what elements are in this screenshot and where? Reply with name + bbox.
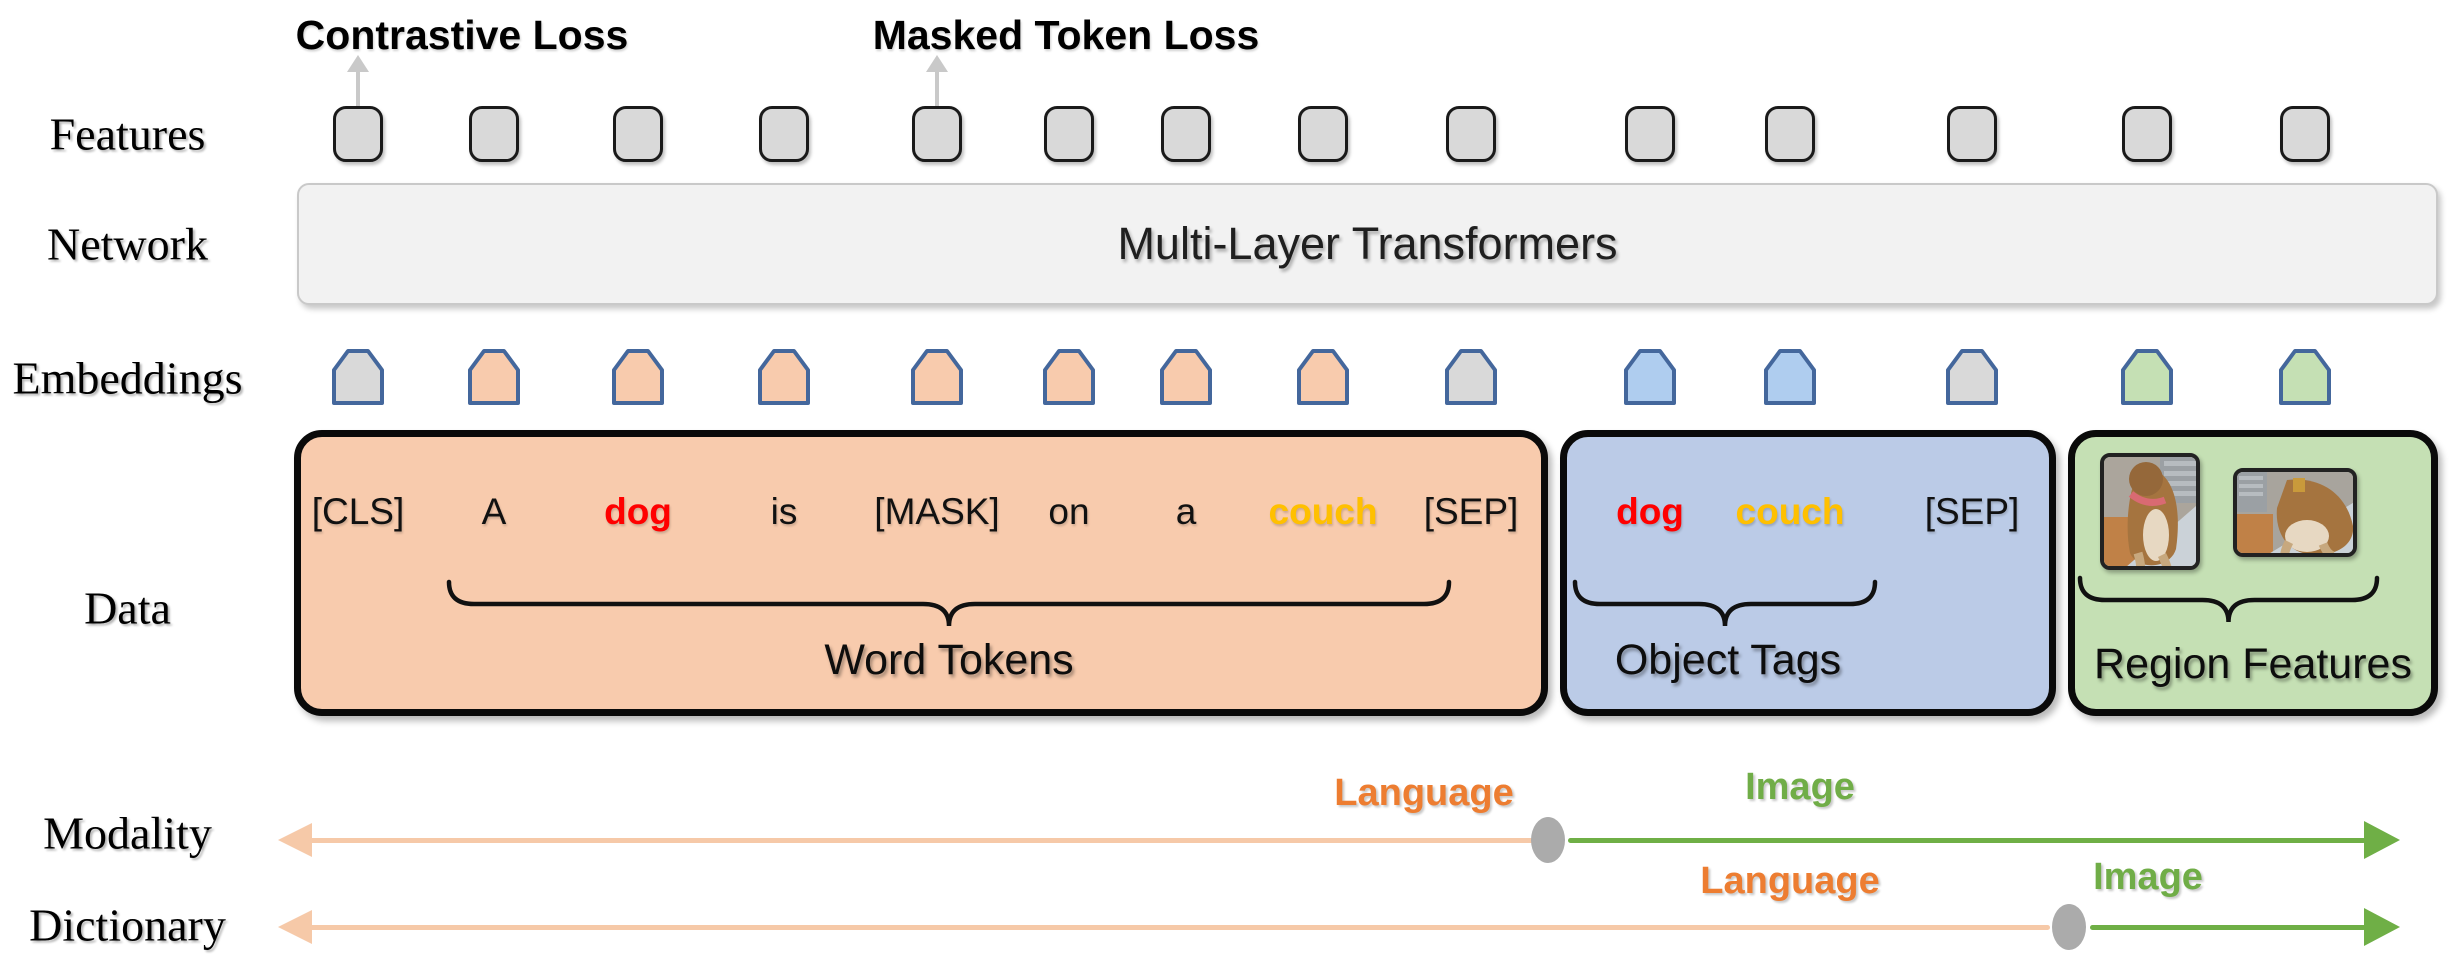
pentagon-icon xyxy=(1297,349,1349,405)
loss-arrow-icon xyxy=(935,70,939,106)
embedding-pentagon xyxy=(1296,348,1350,411)
masked-token-loss-label: Masked Token Loss xyxy=(872,12,1260,58)
row-label-embeddings: Embeddings xyxy=(12,352,243,404)
loss-arrowhead-icon xyxy=(926,55,948,72)
modality-language-label: Language xyxy=(1334,772,1514,814)
embedding-pentagon xyxy=(1763,348,1817,411)
pentagon-icon xyxy=(468,349,520,405)
embedding-pentagon xyxy=(467,348,521,411)
embedding-pentagon xyxy=(2278,348,2332,411)
dictionary-language-arrowhead-icon xyxy=(278,910,312,944)
brace-region-features xyxy=(2077,574,2380,631)
word-token: on xyxy=(1048,491,1090,532)
dictionary-split-dot xyxy=(2052,904,2086,950)
modality-split-dot xyxy=(1531,817,1565,863)
word-token: A xyxy=(481,491,507,532)
region-image-1 xyxy=(2100,453,2200,570)
modality-language-arrowhead-icon xyxy=(278,823,312,857)
data-box-word-tokens xyxy=(294,430,1548,716)
row-label-modality: Modality xyxy=(43,807,212,859)
embedding-pentagon xyxy=(910,348,964,411)
region-image-2 xyxy=(2233,468,2357,557)
network-label: Multi-Layer Transformers xyxy=(1117,218,1618,269)
object-tags-label: Object Tags xyxy=(1614,636,1842,684)
embedding-pentagon xyxy=(757,348,811,411)
brace-icon xyxy=(1572,579,1878,627)
embedding-pentagon xyxy=(611,348,665,411)
contrastive-loss-label: Contrastive Loss xyxy=(295,12,629,58)
word-token: is xyxy=(770,491,798,532)
network-box: Multi-Layer Transformers xyxy=(297,183,2438,305)
pentagon-icon xyxy=(1764,349,1816,405)
dictionary-language-label: Language xyxy=(1700,860,1880,902)
feature-square xyxy=(333,106,383,162)
embedding-pentagon xyxy=(1945,348,1999,411)
embedding-pentagon xyxy=(1444,348,1498,411)
row-label-dictionary: Dictionary xyxy=(29,899,226,951)
pentagon-icon xyxy=(1043,349,1095,405)
feature-square xyxy=(613,106,663,162)
embedding-pentagon xyxy=(1159,348,1213,411)
feature-square xyxy=(1446,106,1496,162)
data-box-object-tags xyxy=(1560,430,2056,716)
modality-image-line xyxy=(1568,838,2366,843)
region-features-label: Region Features xyxy=(2094,640,2412,688)
word-token: [CLS] xyxy=(311,491,405,532)
feature-square xyxy=(912,106,962,162)
object-tag-token: dog xyxy=(1616,491,1684,532)
dog-region-crop-icon xyxy=(2104,457,2196,566)
pentagon-icon xyxy=(612,349,664,405)
word-token: a xyxy=(1175,491,1197,532)
pentagon-icon xyxy=(2279,349,2331,405)
loss-arrowhead-icon xyxy=(347,55,369,72)
pentagon-icon xyxy=(2121,349,2173,405)
pentagon-icon xyxy=(1946,349,1998,405)
feature-square xyxy=(1044,106,1094,162)
row-label-network: Network xyxy=(47,218,208,270)
feature-square xyxy=(1161,106,1211,162)
dictionary-language-line xyxy=(308,925,2050,930)
brace-icon xyxy=(2077,575,2380,623)
embedding-pentagon xyxy=(2120,348,2174,411)
pentagon-icon xyxy=(758,349,810,405)
dictionary-image-arrowhead-icon xyxy=(2364,908,2400,946)
word-token: dog xyxy=(604,491,672,532)
feature-square xyxy=(1625,106,1675,162)
pentagon-icon xyxy=(1624,349,1676,405)
feature-square xyxy=(1298,106,1348,162)
dictionary-image-line xyxy=(2090,925,2366,930)
modality-image-label: Image xyxy=(1745,766,1855,808)
feature-square xyxy=(1765,106,1815,162)
word-token: [MASK] xyxy=(874,491,1000,532)
word-token: [SEP] xyxy=(1423,491,1519,532)
row-label-features: Features xyxy=(49,108,206,160)
embedding-pentagon xyxy=(331,348,385,411)
modality-image-arrowhead-icon xyxy=(2364,821,2400,859)
dictionary-image-label: Image xyxy=(2093,856,2203,898)
object-tag-token: [SEP] xyxy=(1924,491,2020,532)
brace-word-tokens xyxy=(446,578,1452,635)
feature-square xyxy=(759,106,809,162)
dog-region-crop-icon xyxy=(2237,472,2353,553)
feature-square xyxy=(2122,106,2172,162)
row-label-data: Data xyxy=(84,582,171,634)
modality-language-line xyxy=(308,838,1534,843)
object-tag-token: couch xyxy=(1735,491,1845,532)
pentagon-icon xyxy=(911,349,963,405)
pentagon-icon xyxy=(1445,349,1497,405)
embedding-pentagon xyxy=(1623,348,1677,411)
loss-arrow-icon xyxy=(356,70,360,106)
feature-square xyxy=(2280,106,2330,162)
feature-square xyxy=(1947,106,1997,162)
word-tokens-label: Word Tokens xyxy=(824,636,1074,684)
feature-square xyxy=(469,106,519,162)
pentagon-icon xyxy=(332,349,384,405)
word-token: couch xyxy=(1268,491,1378,532)
embedding-pentagon xyxy=(1042,348,1096,411)
brace-icon xyxy=(446,579,1452,627)
brace-object-tags xyxy=(1572,578,1878,635)
pentagon-icon xyxy=(1160,349,1212,405)
